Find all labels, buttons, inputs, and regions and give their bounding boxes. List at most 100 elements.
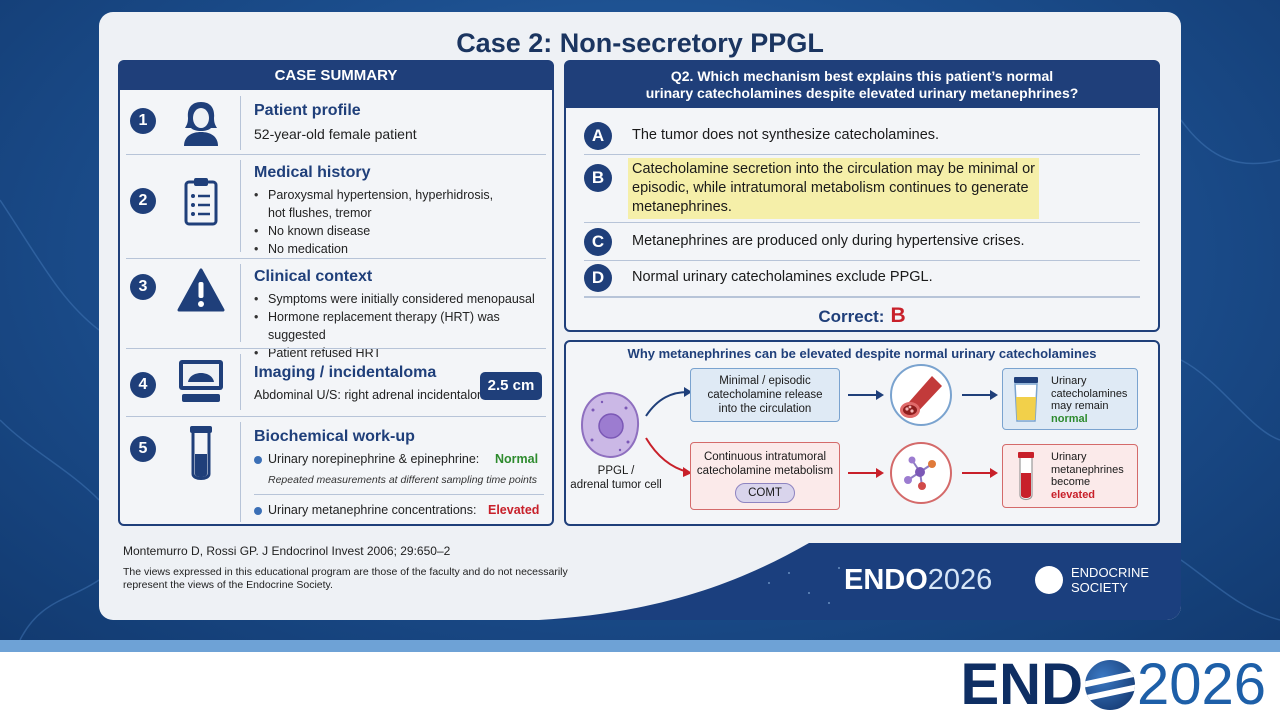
bullet-dot [254,507,262,515]
option-letter-d: D [584,264,612,292]
tumor-cell-label: PPGL / adrenal tumor cell [566,464,666,492]
row-separator [126,348,546,349]
endo-banner [539,543,1181,620]
question-line-2: urinary catecholamines despite elevated … [645,85,1079,101]
ultrasound-monitor-icon [179,360,223,402]
question-line-1: Q2. Which mechanism best explains this p… [670,68,1054,84]
bullet-item-continued: hot flushes, tremor [268,204,493,222]
option-separator [584,154,1140,155]
row-title: Imaging / incidentaloma [254,364,437,381]
option-separator [584,296,1140,298]
arrow-right-icon [848,390,884,400]
result-line-3: become [1051,476,1091,488]
option-text-d: Normal urinary catecholamines exclude PP… [632,269,933,285]
urinary-catecholamines-text: Urinary catecholamines may remain normal [1051,375,1127,425]
correct-label: Correct: [818,307,885,326]
test-tube-icon [190,426,212,480]
row-divider [240,422,241,522]
warning-icon [177,268,225,312]
bullet-item: Symptoms were initially considered menop… [254,290,552,308]
question-heading: Q2. Which mechanism best explains this p… [566,62,1158,108]
row-divider [240,160,241,252]
option-letter-c: C [584,228,612,256]
case-row-imaging: 4 Imaging / incidentaloma Abdominal U/S:… [120,350,552,414]
biochem-item-catecholamines: Urinary norepinephrine & epinephrine: [268,452,480,466]
step-number: 1 [130,108,156,134]
bullet-item-continued-text: hot flushes, tremor [268,206,372,220]
arrow-right-icon [962,390,998,400]
row-title: Patient profile [254,102,361,119]
question-panel: Q2. Which mechanism best explains this p… [564,60,1160,332]
history-bullet-list: Paroxysmal hypertension, hyperhidrosis, … [254,186,493,258]
urine-cup-icon [1014,377,1038,422]
disclaimer-line-2: represent the views of the Endocrine Soc… [123,579,333,591]
release-box: Minimal / episodic catecholamine release… [690,368,840,422]
bullet-dot [254,456,262,464]
banner-year-text: 2026 [927,564,993,596]
result-line-1: Urinary [1051,451,1087,463]
case-row-medical-history: 2 Medical history Paroxysmal hypertensio… [120,156,552,258]
metabolism-line-2: catecholamine metabolism [696,465,834,477]
footer-stripe [0,640,1280,652]
arrow-right-icon [848,468,884,478]
status-elevated: Elevated [488,503,540,517]
endo2026-banner-logo: ENDO2026 [844,564,992,597]
metabolism-line-1: Continuous intratumoral [703,451,827,463]
option-text-a: The tumor does not synthesize catecholam… [632,127,940,143]
society-line-1: ENDOCRINE [1071,565,1150,580]
option-text-c: Metanephrines are produced only during h… [632,233,1025,249]
row-title: Medical history [254,164,371,181]
option-letter-a: A [584,122,612,150]
banner-endo-text: ENDO [844,564,928,596]
footer-year-text: 2026 [1136,652,1266,717]
case-row-biochemical: 5 Biochemical work-up Urinary norepineph… [120,418,552,526]
society-line-2: SOCIETY [1071,580,1129,595]
mechanism-panel: Why metanephrines can be elevated despit… [564,340,1160,526]
patient-female-icon [184,102,218,146]
globe-icon [1084,660,1135,710]
option-text-b-highlighted: Catecholamine secretion into the circula… [628,158,1039,219]
bullet-item: Hormone replacement therapy (HRT) was su… [254,308,552,344]
mechanism-title: Why metanephrines can be elevated despit… [627,346,1097,361]
arrow-right-icon [962,468,998,478]
status-elevated: elevated [1051,488,1096,501]
row-separator [254,494,544,495]
society-globe-icon [1035,566,1063,594]
row-text: 52-year-old female patient [254,126,417,142]
case-row-clinical-context: 3 Clinical context Symptoms were initial… [120,260,552,362]
row-divider [240,354,241,410]
blood-tube-icon [1018,452,1034,501]
option-separator [584,222,1140,223]
step-number: 5 [130,436,156,462]
case-summary-panel: CASE SUMMARY 1 Patient profile 52-year-o… [118,60,554,526]
status-normal: Normal [495,452,539,466]
row-separator [126,154,546,155]
slide-card: Case 2: Non-secretory PPGL CASE SUMMARY … [99,12,1181,620]
release-line-3: into the circulation [718,403,812,415]
case-summary-heading: CASE SUMMARY [120,62,552,90]
row-separator [126,416,546,417]
context-bullet-list: Symptoms were initially considered menop… [254,290,552,362]
footer-bar [0,652,1280,720]
result-line-3: may remain [1051,400,1109,412]
molecule-circle [890,442,952,504]
blood-vessel-circle [890,364,952,426]
row-divider [240,96,241,150]
bullet-item: Paroxysmal hypertension, hyperhidrosis, [254,186,493,204]
option-letter-b: B [584,164,612,192]
bullet-item: No medication [254,240,493,258]
blood-vessel-icon [900,376,942,418]
comt-enzyme-pill: COMT [735,483,795,503]
case-row-patient-profile: 1 Patient profile 52-year-old female pat… [120,90,552,152]
result-line-2: catecholamines [1051,387,1128,400]
row-title: Clinical context [254,268,373,285]
urinary-metanephrines-text: Urinary metanephrines become elevated [1051,451,1124,501]
option-b-line-3: metanephrines. [632,199,732,215]
tumor-cell-label-line-2: adrenal tumor cell [570,479,662,491]
step-number: 4 [130,372,156,398]
option-b-line-2: episodic, while intratumoral metabolism … [632,180,1029,196]
size-badge: 2.5 cm [480,372,542,400]
molecule-icon [904,456,936,490]
bullet-item: No known disease [254,222,493,240]
correct-answer: Correct:B [566,304,1158,328]
